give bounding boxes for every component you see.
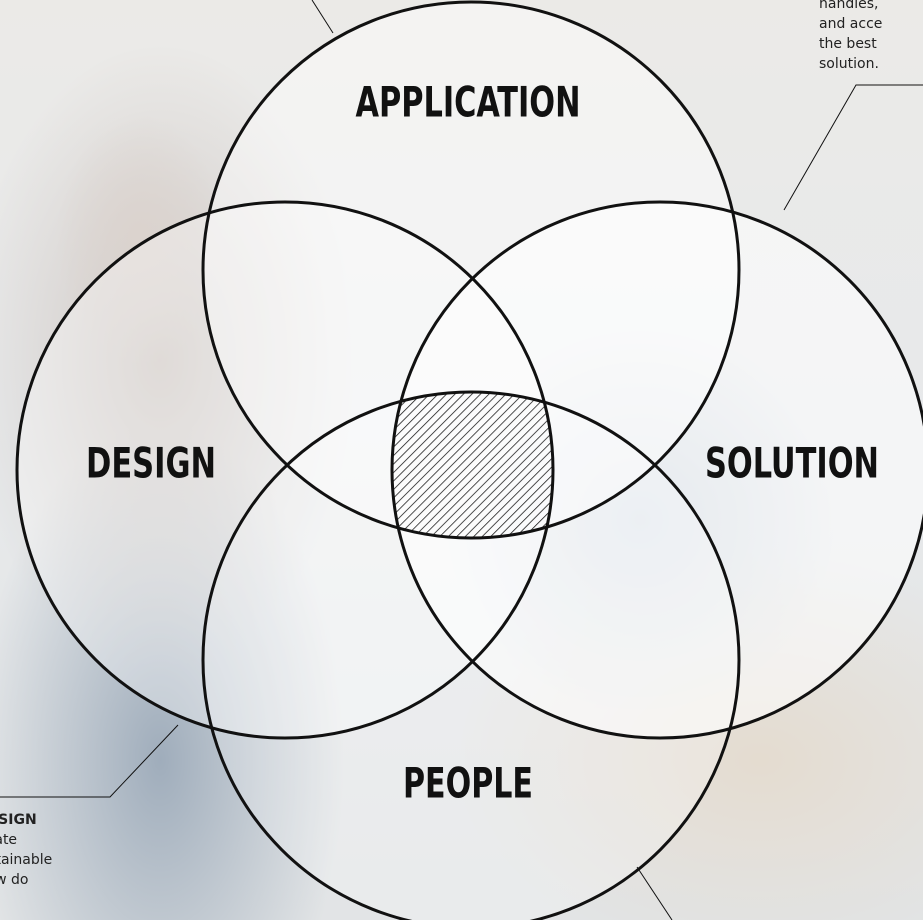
leader-line-bottom-right xyxy=(636,866,673,920)
design-label: DESIGN xyxy=(86,439,216,488)
leader-line-top-right xyxy=(783,84,923,211)
callout-line: the best xyxy=(819,36,877,52)
callout-top-right-text: handles, and acce the best solution. xyxy=(819,0,923,74)
callout-line: sustainable xyxy=(0,852,53,868)
solution-label: SOLUTION xyxy=(705,439,879,488)
leader-line-bottom-left xyxy=(0,724,179,798)
callout-line: solution. xyxy=(819,56,879,72)
circle-fills xyxy=(17,2,923,920)
callout-bottom-left-text: DESIGN facilitate sustainable How do xyxy=(0,810,110,890)
application-label: APPLICATION xyxy=(356,78,581,127)
application-circle xyxy=(201,0,741,540)
callout-line: How do xyxy=(0,872,29,888)
leader-line-top-left xyxy=(311,0,334,34)
solution-circle xyxy=(390,200,923,740)
people-circle xyxy=(201,390,741,920)
callout-line: and acce xyxy=(819,16,883,32)
callout-title: DESIGN xyxy=(0,812,37,828)
people-label: PEOPLE xyxy=(403,759,533,808)
design-circle xyxy=(15,200,555,740)
callout-line: handles, xyxy=(819,0,879,12)
callout-line: facilitate xyxy=(0,832,18,848)
